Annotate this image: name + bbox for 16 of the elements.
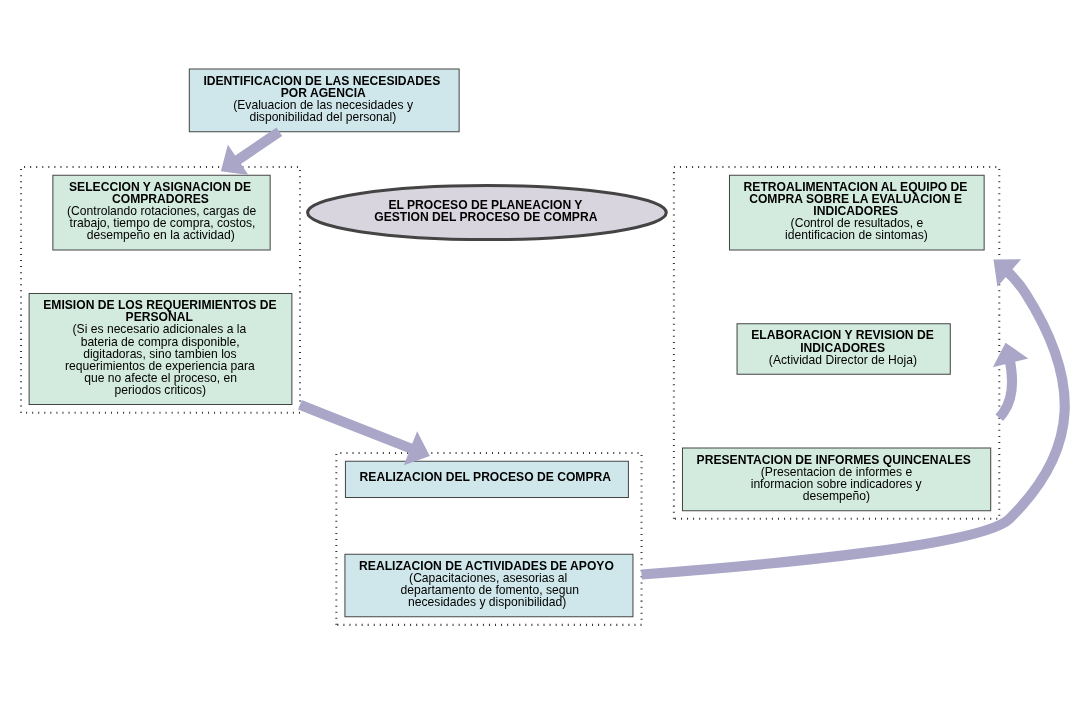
node-ellipse: EL PROCESO DE PLANEACION Y GESTION DEL PROCESO DE COMPRA <box>306 184 668 242</box>
cluster <box>335 452 643 626</box>
arrow <box>220 127 283 175</box>
cluster <box>672 166 1001 520</box>
node-box: IDENTIFICACION DE LAS NECESIDADES POR AGENCIA (Evaluacion de las necesidades y disponibilidad del personal) <box>188 68 460 133</box>
arrow <box>992 342 1029 421</box>
node-box: ELABORACION Y REVISION DE INDICADORES (Actividad Director de Hoja) <box>736 323 951 375</box>
arrow <box>298 400 430 466</box>
node-box: REALIZACION DE ACTIVIDADES DE APOYO (Capacitaciones, asesorias al departamento de fomento, segun necesidades y disponibilidad) <box>344 553 634 618</box>
node-box: PRESENTACION DE INFORMES QUINCENALES (Presentacion de informes e informacion sobre indicadores y desempeño) <box>681 447 992 512</box>
node-box: RETROALIMENTACION AL EQUIPO DE COMPRA SOBRE LA EVALUACION E INDICADORES (Control de resultados, e identificacion de sintomas) <box>728 174 985 251</box>
arrow <box>641 259 1070 580</box>
node-box: EMISION DE LOS REQUERIMIENTOS DE PERSONAL (Si es necesario adicionales a la bateria de compra disponible, digitadoras, sino tambien los requerimientos de experiencia para que no afecte el proceso, en periodos criticos) <box>28 292 293 406</box>
node-box: REALIZACION DEL PROCESO DE COMPRA <box>344 460 629 499</box>
node-box: SELECCION Y ASIGNACION DE COMPRADORES (Controlando rotaciones, cargas de trabajo, tiempo de compra, costos, desempeño en la actividad) <box>52 174 271 251</box>
cluster <box>20 166 301 414</box>
